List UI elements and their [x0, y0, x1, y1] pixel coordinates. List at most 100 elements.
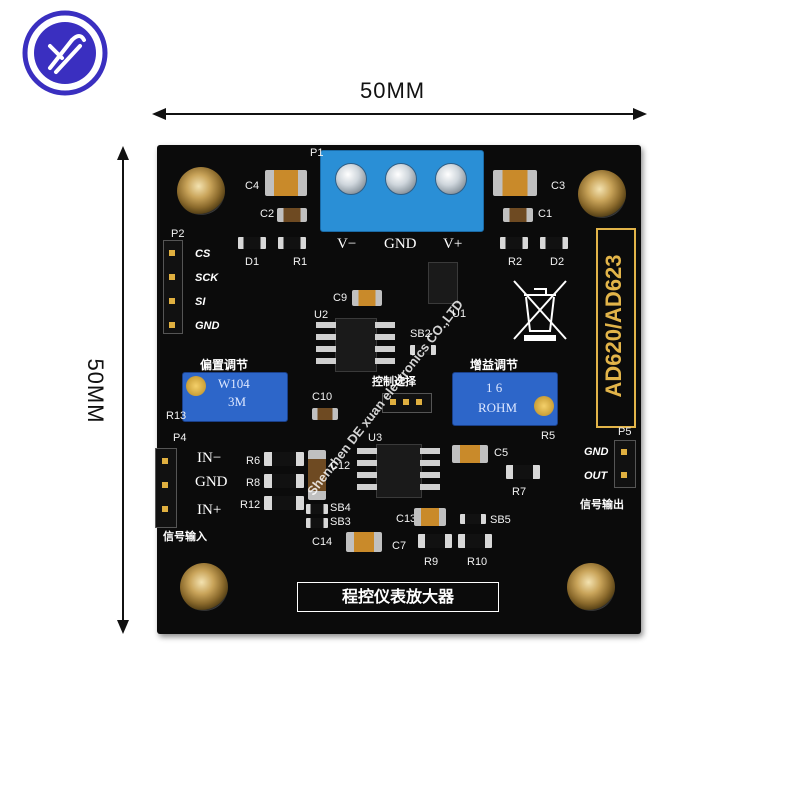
- capacitor-c12: [308, 450, 326, 500]
- header-p4[interactable]: [155, 448, 177, 528]
- signal-output-label: 信号输出: [580, 498, 624, 511]
- pot-offset-marking-1: W104: [218, 376, 250, 391]
- p2-label-cs: CS: [195, 248, 211, 260]
- ref-r2: R2: [508, 256, 523, 268]
- ref-p1: P1: [310, 147, 324, 159]
- ref-r6: R6: [246, 455, 261, 467]
- header-p2-pin-3: [169, 298, 175, 304]
- p2-label-si: SI: [195, 296, 206, 308]
- standoff-top-right: [578, 170, 626, 218]
- channel-select-label: 控制选择: [372, 375, 416, 388]
- width-label: 50MM: [360, 78, 426, 103]
- weee-bin-icon: [510, 275, 570, 345]
- ref-c13: C13: [396, 513, 417, 525]
- ref-p4: P4: [173, 432, 187, 444]
- pot-offset-screw-icon[interactable]: [186, 376, 206, 396]
- solder-bridge-sb3: [306, 518, 328, 528]
- jumper-pin-3: [416, 399, 422, 405]
- ref-sb2: SB2: [410, 328, 431, 340]
- capacitor-c4: [265, 170, 307, 196]
- width-arrow-left: [152, 108, 166, 120]
- ref-r10: R10: [467, 556, 488, 568]
- jumper-pin-1: [390, 399, 396, 405]
- header-p2-pin-1: [169, 250, 175, 256]
- resistor-r6: [264, 452, 304, 466]
- capacitor-c5: [452, 445, 488, 463]
- width-dimension-line: [157, 113, 641, 115]
- header-p5-pin-2: [621, 472, 627, 478]
- solder-bridge-sb4: [306, 504, 328, 514]
- terminal-label-vminus: V−: [337, 236, 357, 252]
- capacitor-c2: [277, 208, 307, 222]
- pot-offset-marking-2: 3M: [228, 394, 247, 409]
- resistor-r9: [418, 534, 452, 548]
- resistor-r10: [458, 534, 492, 548]
- capacitor-c13: [414, 508, 446, 526]
- ref-c10: C10: [312, 391, 333, 403]
- ref-p2: P2: [171, 228, 185, 240]
- terminal-screw-middle[interactable]: [385, 163, 417, 195]
- ic-u3-pins-right: [420, 448, 440, 492]
- ref-r9: R9: [424, 556, 439, 568]
- ref-sb3: SB3: [330, 516, 351, 528]
- capacitor-c1: [503, 208, 533, 222]
- ref-c12: C12: [330, 460, 351, 472]
- terminal-label-gnd: GND: [384, 236, 417, 252]
- p5-label-out: OUT: [584, 470, 608, 482]
- ic-u2-pins-right: [375, 322, 395, 366]
- ic-u3-pins-left: [357, 448, 377, 492]
- header-p4-pin-1: [162, 458, 168, 464]
- p4-label-gnd: GND: [195, 474, 228, 490]
- board-title: 程控仪表放大器: [297, 582, 499, 612]
- height-dimension-line: [122, 150, 124, 628]
- ref-sb5: SB5: [490, 514, 511, 526]
- ref-c3: C3: [551, 180, 566, 192]
- signal-input-label: 信号输入: [163, 530, 207, 543]
- ref-u1: U1: [452, 308, 467, 320]
- header-p4-pin-3: [162, 506, 168, 512]
- ref-c14: C14: [312, 536, 333, 548]
- header-p2[interactable]: [163, 240, 183, 334]
- width-arrow-right: [633, 108, 647, 120]
- resistor-r7: [506, 465, 540, 479]
- ref-c5: C5: [494, 447, 509, 459]
- terminal-screw-right[interactable]: [435, 163, 467, 195]
- ref-r7: R7: [512, 486, 527, 498]
- p4-label-inplus: IN+: [197, 502, 222, 518]
- ref-d1: D1: [245, 256, 260, 268]
- chip-label-box: [596, 228, 636, 428]
- ref-u3: U3: [368, 432, 383, 444]
- standoff-top-left: [177, 167, 225, 215]
- standoff-bottom-right: [567, 563, 615, 611]
- header-p5[interactable]: [614, 440, 636, 488]
- terminal-screw-left[interactable]: [335, 163, 367, 195]
- p4-label-inminus: IN−: [197, 450, 222, 466]
- header-p2-pin-2: [169, 274, 175, 280]
- p5-label-gnd: GND: [584, 446, 609, 458]
- diode-d1: [238, 237, 266, 249]
- ref-r5: R5: [541, 430, 556, 442]
- solder-bridge-sb2: [410, 345, 436, 355]
- diode-d2: [540, 237, 568, 249]
- resistor-r1: [278, 237, 306, 249]
- p2-label-gnd: GND: [195, 320, 220, 332]
- gain-adjust-label: 增益调节: [470, 358, 519, 372]
- ic-u1: [428, 262, 458, 304]
- capacitor-c3: [493, 170, 537, 196]
- capacitor-c10: [312, 408, 338, 420]
- ic-u3: [376, 444, 422, 498]
- ref-u2: U2: [314, 309, 329, 321]
- height-arrow-bottom: [117, 620, 129, 634]
- solder-bridge-sb5: [460, 514, 486, 524]
- pot-gain-marking-1: 1 6: [486, 380, 503, 395]
- height-label: 50MM: [83, 358, 108, 424]
- p2-label-sck: SCK: [195, 272, 219, 284]
- resistor-r12: [264, 496, 304, 510]
- ref-r8: R8: [246, 477, 261, 489]
- jumper-pin-2: [403, 399, 409, 405]
- offset-adjust-label: 偏置调节: [200, 358, 249, 372]
- standoff-bottom-left: [180, 563, 228, 611]
- header-p4-pin-2: [162, 482, 168, 488]
- ref-d2: D2: [550, 256, 565, 268]
- pot-gain-screw-icon[interactable]: [534, 396, 554, 416]
